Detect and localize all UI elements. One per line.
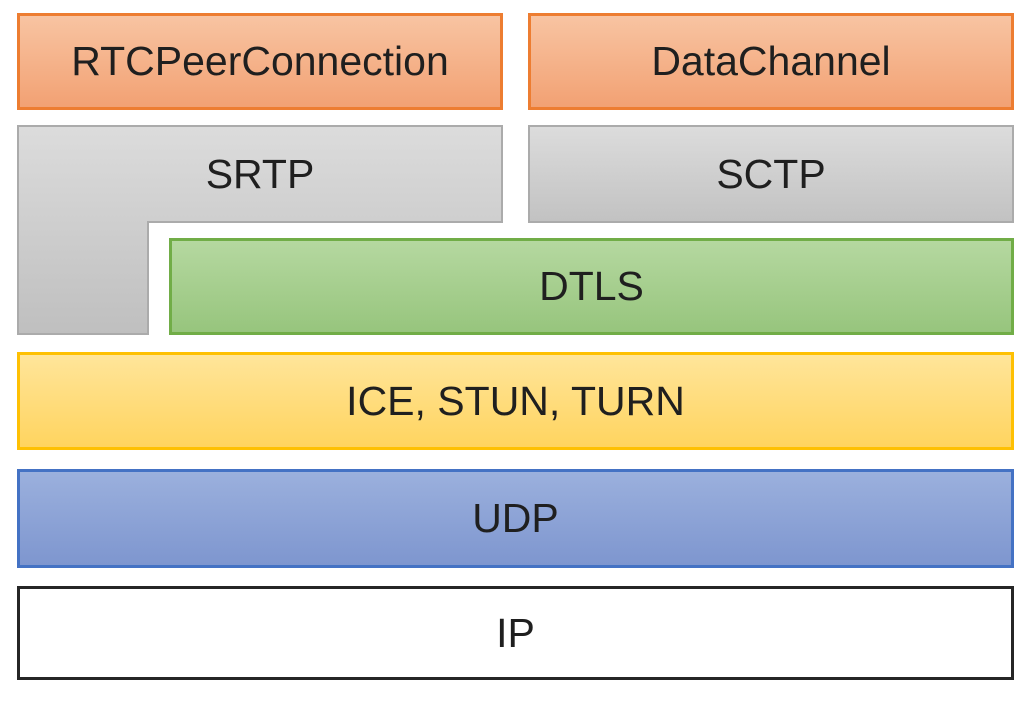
box-ice-stun-turn: ICE, STUN, TURN <box>17 352 1014 450</box>
box-dtls: DTLS <box>169 238 1014 335</box>
srtp-l-shape <box>17 125 503 335</box>
ip-label: IP <box>496 609 535 656</box>
box-udp: UDP <box>17 469 1014 568</box>
datachannel-label: DataChannel <box>651 38 891 84</box>
box-rtcpeerconnection: RTCPeerConnection <box>17 13 503 110</box>
box-ip: IP <box>17 586 1014 680</box>
dtls-label: DTLS <box>539 263 644 309</box>
box-sctp: SCTP <box>528 125 1014 223</box>
ice-stun-turn-label: ICE, STUN, TURN <box>346 377 685 424</box>
sctp-label: SCTP <box>716 150 826 197</box>
udp-label: UDP <box>472 495 559 541</box>
box-datachannel: DataChannel <box>528 13 1014 110</box>
srtp-label: SRTP <box>205 150 315 197</box>
srtp-label-container: SRTP <box>17 125 503 223</box>
rtcpeerconnection-label: RTCPeerConnection <box>71 38 449 84</box>
